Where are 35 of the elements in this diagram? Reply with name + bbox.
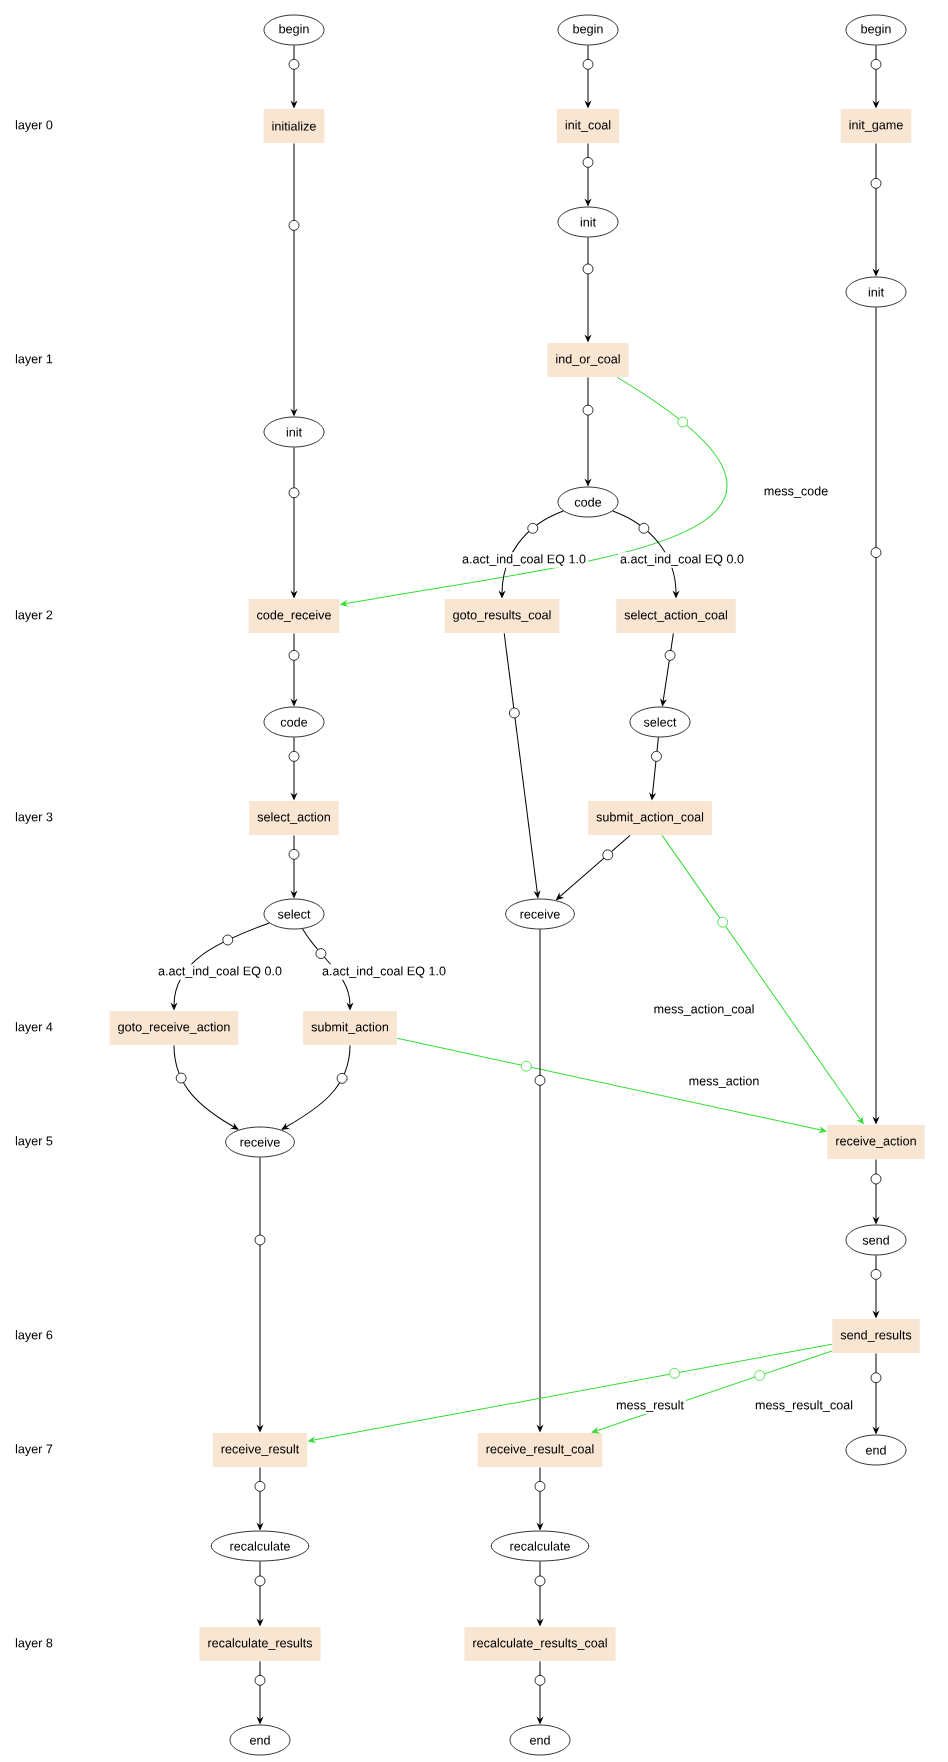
arrow (661, 834, 864, 1125)
arrow (291, 446, 297, 598)
arrow (503, 632, 541, 898)
arrow (585, 376, 591, 486)
arrow (873, 142, 879, 276)
arrow (649, 736, 659, 800)
arrow (291, 736, 297, 800)
arrow (257, 1466, 263, 1530)
arrow (873, 306, 879, 1124)
arrow (873, 1254, 879, 1318)
arrow (173, 1044, 239, 1130)
arrow (291, 834, 297, 898)
arrow (660, 632, 674, 706)
arrow (537, 1660, 543, 1724)
arrow (291, 632, 297, 706)
arrow (537, 1466, 543, 1530)
arrow (537, 928, 543, 1432)
arrow (257, 1156, 263, 1432)
arrow (340, 376, 727, 607)
arrow (257, 1660, 263, 1724)
arrow (873, 1352, 879, 1434)
arrow (585, 236, 591, 342)
arrow (396, 1037, 827, 1133)
arrow (556, 834, 631, 900)
arrow (257, 1560, 263, 1626)
arrow (302, 928, 353, 1010)
arrow (499, 510, 564, 598)
arrow (612, 510, 679, 598)
arrow (308, 1343, 833, 1443)
arrow (585, 142, 591, 206)
arrow (873, 1158, 879, 1224)
arrow (537, 1560, 543, 1626)
arrow (281, 1044, 351, 1130)
arrow (291, 142, 297, 416)
arrow (171, 922, 270, 1010)
